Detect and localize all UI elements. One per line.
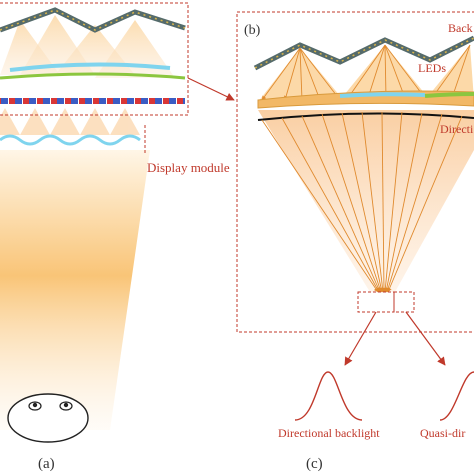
- directional-label: Directi: [440, 122, 474, 136]
- lens-blue-b: [339, 92, 426, 98]
- arrow-to-quasi: [405, 311, 446, 366]
- arrow-to-directional: [344, 311, 377, 366]
- display-module-box: [0, 2, 189, 116]
- converging-rays-b: [261, 111, 463, 293]
- directional-film-b: [257, 112, 474, 121]
- panel-a-label: (a): [38, 456, 55, 472]
- panel-c-label: (c): [306, 456, 323, 472]
- converging-beam-b: [258, 110, 474, 292]
- backlight-label: Back: [448, 21, 473, 35]
- directional-backlight-label: Directional backlight: [278, 426, 380, 440]
- lens-blue-a: [9, 62, 171, 72]
- led-dots-a: [0, 9, 186, 31]
- red-arrow-icon: [187, 77, 235, 101]
- led-rays-b: [261, 44, 471, 101]
- led-cones-b: [258, 45, 474, 102]
- quasi-directional-label: Quasi-dir: [420, 426, 465, 440]
- subpixel-cones-a: [0, 108, 140, 135]
- leds-label: LEDs: [418, 61, 446, 75]
- lens-green-b: [424, 92, 474, 98]
- viewer-face-icon: [7, 393, 89, 443]
- display-module-label: Display module: [147, 160, 230, 175]
- panel-c: Directional backlight Quasi-dir (c): [278, 311, 474, 472]
- panel-b-box: [236, 11, 474, 333]
- light-glow-a: [0, 150, 150, 430]
- lens-green-a: [0, 72, 186, 80]
- panel-b: (b): [236, 11, 474, 333]
- diffuser-a: [0, 134, 141, 146]
- panel-a: Display module (a): [0, 2, 230, 472]
- directional-profile-curve: [294, 371, 363, 421]
- viewpoint-box-left: [357, 291, 395, 313]
- panel-b-label: (b): [244, 23, 261, 38]
- led-dots-b: [254, 37, 474, 69]
- quasi-directional-profile-curve: [439, 371, 474, 421]
- led-strip-a: [0, 7, 186, 33]
- viewpoint-box-right: [393, 291, 415, 313]
